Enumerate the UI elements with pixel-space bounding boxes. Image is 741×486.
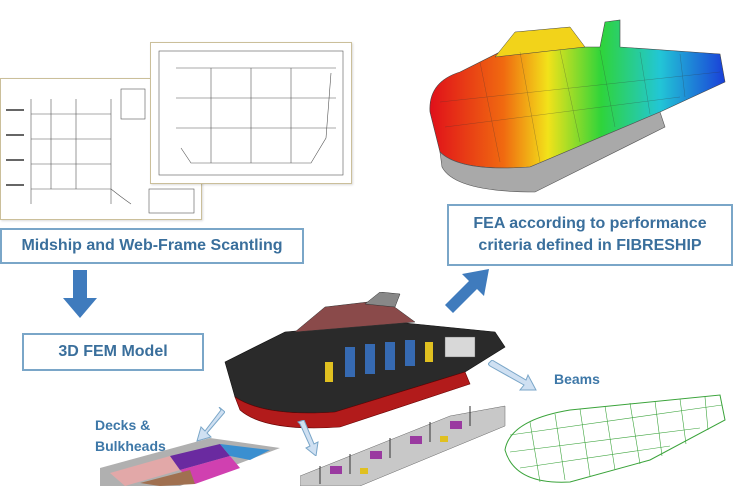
up-right-arrow-icon [445,269,489,313]
structure-model-image [300,405,506,486]
fea-label-line2: criteria defined in FIBRESHIP [478,237,702,254]
arrow-to-decks-icon [196,407,225,442]
beams-label-text: Beams [554,371,600,387]
beams-model-image [504,394,726,483]
fea-stress-ship-image [429,19,726,193]
decks-label-line2: Bulkheads [95,438,166,454]
drawing-sheet-front [150,42,352,184]
scantling-label-box: Midship and Web-Frame Scantling [0,228,304,264]
midship-drawing [6,88,195,214]
fea-label-box: FEA according to performance criteria de… [447,204,733,266]
fea-label-line1: FEA according to performance [473,215,707,232]
fem-model-label: 3D FEM Model [58,343,168,360]
arrow-to-structure-icon [297,420,319,456]
decks-bulkheads-label: Decks & Bulkheads [95,415,166,457]
down-arrow-icon [63,270,97,318]
scantling-label: Midship and Web-Frame Scantling [21,237,283,254]
fem-model-label-box: 3D FEM Model [22,333,204,371]
decks-label-line1: Decks & [95,417,151,433]
web-frame-drawing [158,50,344,176]
arrow-to-beams-icon [488,360,537,391]
fem-ship-model-image [224,292,506,429]
decks-bulkheads-model-image [100,438,280,486]
beams-label: Beams [554,371,600,387]
